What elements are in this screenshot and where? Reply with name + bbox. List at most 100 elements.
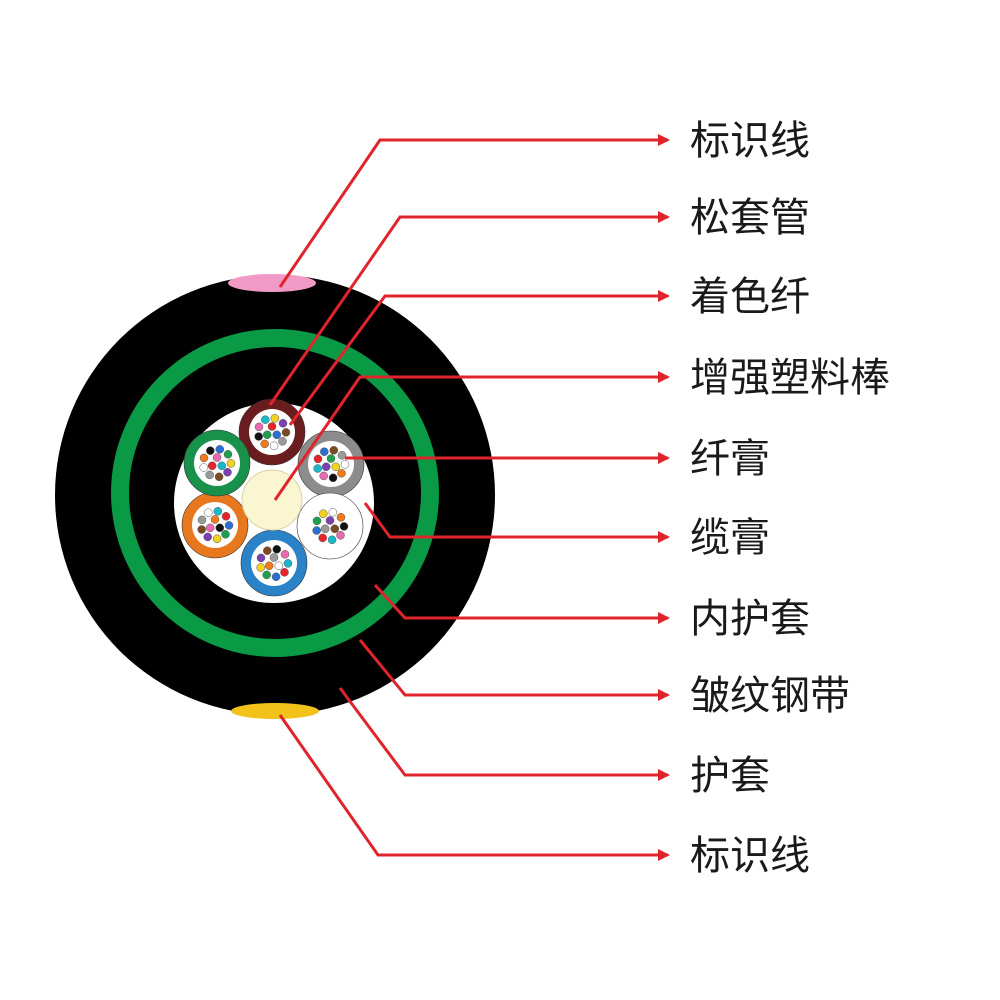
colored-fiber (210, 515, 220, 524)
colored-fiber (271, 572, 281, 582)
colored-fiber (337, 451, 347, 460)
leader-line-inner-sheath (373, 583, 670, 624)
colored-fiber (312, 526, 321, 535)
colored-fiber (215, 445, 225, 454)
leader-line-strength-member (273, 371, 670, 501)
colored-fiber (318, 533, 327, 543)
colored-fiber (264, 561, 274, 571)
colored-fiber (262, 430, 272, 440)
label-marker-line-top: 标识线 (690, 118, 810, 164)
marker-stripe-top (228, 274, 316, 292)
leader-line-marker-top (278, 134, 670, 288)
colored-fiber (212, 453, 222, 462)
colored-fiber (269, 553, 279, 562)
colored-fiber (197, 525, 206, 534)
colored-fiber (263, 546, 272, 555)
colored-fiber (283, 559, 293, 568)
colored-fiber (313, 464, 322, 473)
label-colored-fiber: 着色纤 (690, 274, 810, 320)
colored-fiber (214, 472, 224, 482)
label-fiber-gel: 纤膏 (690, 436, 770, 482)
labels: 标识线 松套管 着色纤 增强塑料棒 纤膏 缆膏 内护套 皱纹钢带 护套 标识线 (690, 118, 890, 879)
colored-fiber (206, 446, 215, 455)
leader-line-marker-bottom (278, 714, 670, 861)
colored-fiber (319, 471, 328, 481)
marker-stripe-bottom (231, 703, 319, 719)
colored-fiber (260, 439, 269, 449)
colored-fiber (221, 530, 230, 539)
leader-line-cable-gel (363, 502, 670, 543)
colored-fiber (221, 512, 231, 521)
colored-fiber (223, 468, 232, 477)
colored-fiber (320, 524, 330, 534)
colored-fiber (320, 447, 329, 456)
corrugated-steel-tape (111, 329, 439, 657)
colored-fiber (312, 516, 322, 526)
label-outer-sheath: 护套 (690, 753, 770, 799)
colored-fiber (224, 521, 234, 530)
colored-fiber (199, 463, 208, 472)
colored-fiber (336, 531, 345, 540)
colored-fiber (262, 570, 271, 580)
label-strength-member: 增强塑料棒 (690, 355, 890, 401)
leader-line-outer-sheath (338, 687, 670, 781)
colored-fiber (337, 469, 346, 478)
colored-fiber (269, 441, 279, 451)
colored-fiber (321, 462, 331, 472)
colored-fiber (278, 419, 288, 428)
colored-fiber (270, 414, 280, 423)
colored-fiber (261, 415, 270, 424)
colored-fiber (280, 550, 290, 559)
colored-fiber (330, 524, 340, 534)
colored-fiber (212, 534, 222, 544)
colored-fiber (254, 422, 264, 432)
colored-fiber (313, 454, 323, 464)
colored-fiber (217, 461, 227, 471)
colored-fiber (281, 428, 291, 437)
colored-fiber (197, 515, 207, 525)
colored-fiber (207, 461, 217, 471)
colored-fiber (223, 450, 233, 459)
loose-tubes (181, 398, 365, 597)
cable-cross-section (55, 274, 495, 719)
colored-fiber (331, 462, 341, 472)
label-corrugated-steel-tape: 皱纹钢带 (690, 673, 850, 719)
colored-fiber (274, 561, 284, 571)
label-inner-sheath: 内护套 (690, 596, 810, 642)
leader-line-steel-tape (358, 639, 670, 701)
strength-member (241, 469, 303, 531)
colored-fiber (340, 460, 350, 469)
colored-fiber (272, 545, 282, 554)
colored-fiber (205, 470, 214, 480)
colored-fiber (336, 513, 346, 522)
colored-fiber (256, 553, 266, 563)
colored-fiber (280, 568, 289, 577)
colored-fiber (267, 422, 277, 431)
leader-line-colored-fiber (288, 290, 670, 426)
colored-fiber (213, 507, 223, 516)
colored-fiber (326, 454, 336, 463)
colored-fiber (272, 430, 282, 440)
colored-fiber (278, 437, 287, 446)
leader-lines (268, 134, 670, 861)
colored-fiber (319, 509, 328, 518)
label-marker-line-bottom: 标识线 (690, 833, 810, 879)
colored-fiber (328, 508, 338, 517)
colored-fiber (339, 522, 349, 531)
colored-fiber (215, 523, 225, 533)
colored-fiber (203, 532, 212, 542)
colored-fiber (254, 432, 263, 441)
colored-fiber (325, 516, 335, 525)
colored-fiber (256, 563, 265, 572)
colored-fiber (204, 508, 213, 517)
colored-fiber (226, 459, 236, 468)
colored-fiber (205, 523, 215, 533)
colored-fiber (328, 473, 338, 483)
colored-fiber (327, 535, 337, 545)
colored-fiber (199, 453, 209, 463)
leader-line-loose-tube (268, 211, 670, 406)
colored-fiber (329, 446, 339, 455)
label-loose-tube: 松套管 (690, 195, 810, 241)
label-cable-gel: 缆膏 (690, 515, 770, 561)
